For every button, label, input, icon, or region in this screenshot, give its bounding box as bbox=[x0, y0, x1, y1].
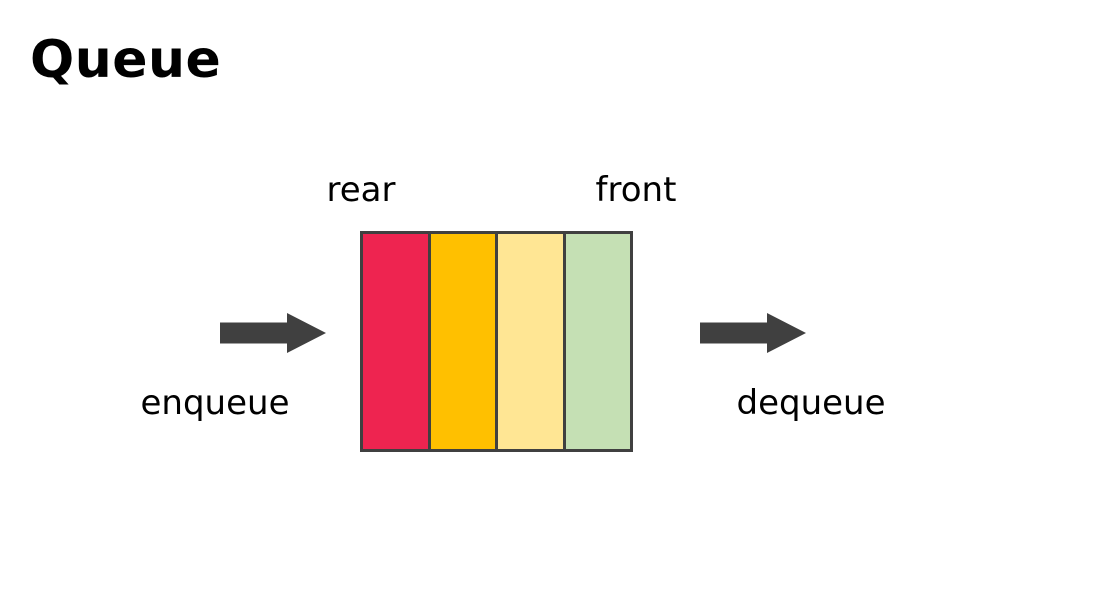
pointer-label-front: front bbox=[595, 170, 677, 210]
queue-container bbox=[360, 231, 633, 452]
right-arrow-shape bbox=[220, 313, 326, 353]
right-arrow-icon bbox=[700, 313, 806, 353]
right-arrow-icon bbox=[220, 313, 326, 353]
pointer-label-rear: rear bbox=[326, 170, 396, 210]
queue-cell bbox=[565, 234, 630, 449]
operation-label-enqueue: enqueue bbox=[140, 383, 290, 423]
queue-cell bbox=[430, 234, 498, 449]
right-arrow-shape bbox=[700, 313, 806, 353]
queue-cell bbox=[363, 234, 431, 449]
operation-label-dequeue: dequeue bbox=[736, 383, 886, 423]
page-title: Queue bbox=[30, 30, 222, 90]
queue-cell bbox=[498, 234, 566, 449]
